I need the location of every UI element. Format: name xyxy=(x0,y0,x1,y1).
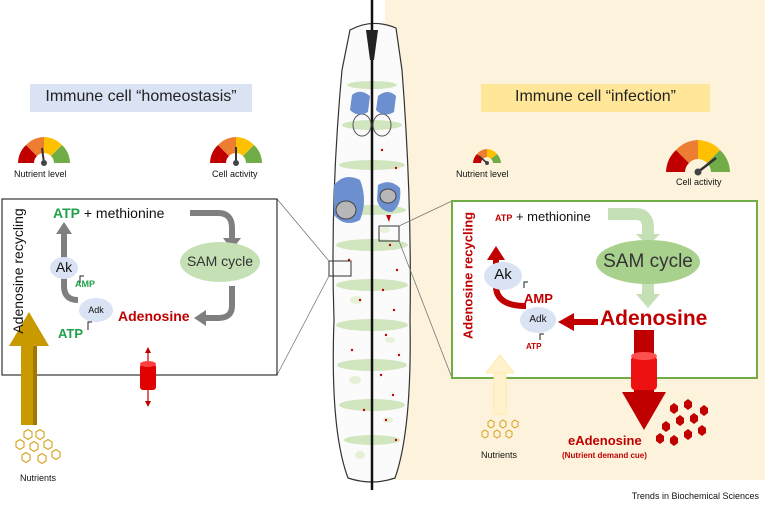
activity-gauge-left xyxy=(210,137,262,166)
activity-gauge-right xyxy=(666,140,730,176)
atp-methionine-right: ATP + methionine xyxy=(495,208,591,226)
ak-node-left xyxy=(50,257,78,279)
journal-footer: Trends in Biochemical Sciences xyxy=(631,491,759,501)
homeostasis-panel xyxy=(1,198,278,376)
amp-label-right: AMP xyxy=(524,291,553,306)
nutrient-level-label-left: Nutrient level xyxy=(14,169,67,179)
ak-label-left: Ak xyxy=(55,259,73,275)
cell-activity-label-left: Cell activity xyxy=(212,169,258,179)
ak-node-right xyxy=(484,262,522,290)
amp-label-left: AMP xyxy=(75,279,95,289)
recycling-label-right: Adenosine recycling xyxy=(460,211,476,340)
adk-label-left: Adk xyxy=(88,305,104,315)
sam-cycle-node-right xyxy=(596,240,700,284)
sam-cycle-node-left xyxy=(180,242,260,282)
ak-label-right: Ak xyxy=(494,266,512,283)
nutrients-label-left: Nutrients xyxy=(20,473,57,483)
adk-node-left xyxy=(79,298,113,322)
sam-cycle-label-left: SAM cycle xyxy=(186,253,254,269)
sam-cycle-label-right: SAM cycle xyxy=(603,251,693,272)
atp-label-right: ATP xyxy=(495,213,513,223)
nutrients-label-right: Nutrients xyxy=(481,450,518,460)
nutrient-level-label-right: Nutrient level xyxy=(456,169,509,179)
adk-label-right: Adk xyxy=(529,314,547,325)
adenosine-label-left: Adenosine xyxy=(118,308,190,324)
cell-activity-label-right: Cell activity xyxy=(676,177,722,187)
adenosine-label-right: Adenosine xyxy=(600,307,708,330)
adk-node-right xyxy=(520,307,556,333)
nutrient-demand-cue-label: (Nutrient demand cue) xyxy=(562,451,647,460)
methionine-label-left: + methionine xyxy=(79,205,165,221)
larva xyxy=(328,0,411,490)
recycling-label-left: Adenosine recycling xyxy=(10,208,26,334)
infection-title xyxy=(481,84,710,112)
nutrient-gauge-left xyxy=(18,137,70,166)
nutrient-gauge-right xyxy=(473,149,501,165)
atp-label-left: ATP xyxy=(53,205,80,221)
atp-label-2-left: ATP xyxy=(58,326,84,341)
eadenosine-label: eAdenosine xyxy=(568,433,642,448)
homeostasis-title-text: Immune cell “homeostasis” xyxy=(45,88,237,105)
homeostasis-title xyxy=(30,84,252,112)
methionine-label-right: + methionine xyxy=(512,209,591,224)
infection-title-text: Immune cell “infection” xyxy=(515,88,676,105)
atp-label-2-right: ATP xyxy=(526,342,542,351)
atp-methionine-left: ATP + methionine xyxy=(53,205,164,221)
